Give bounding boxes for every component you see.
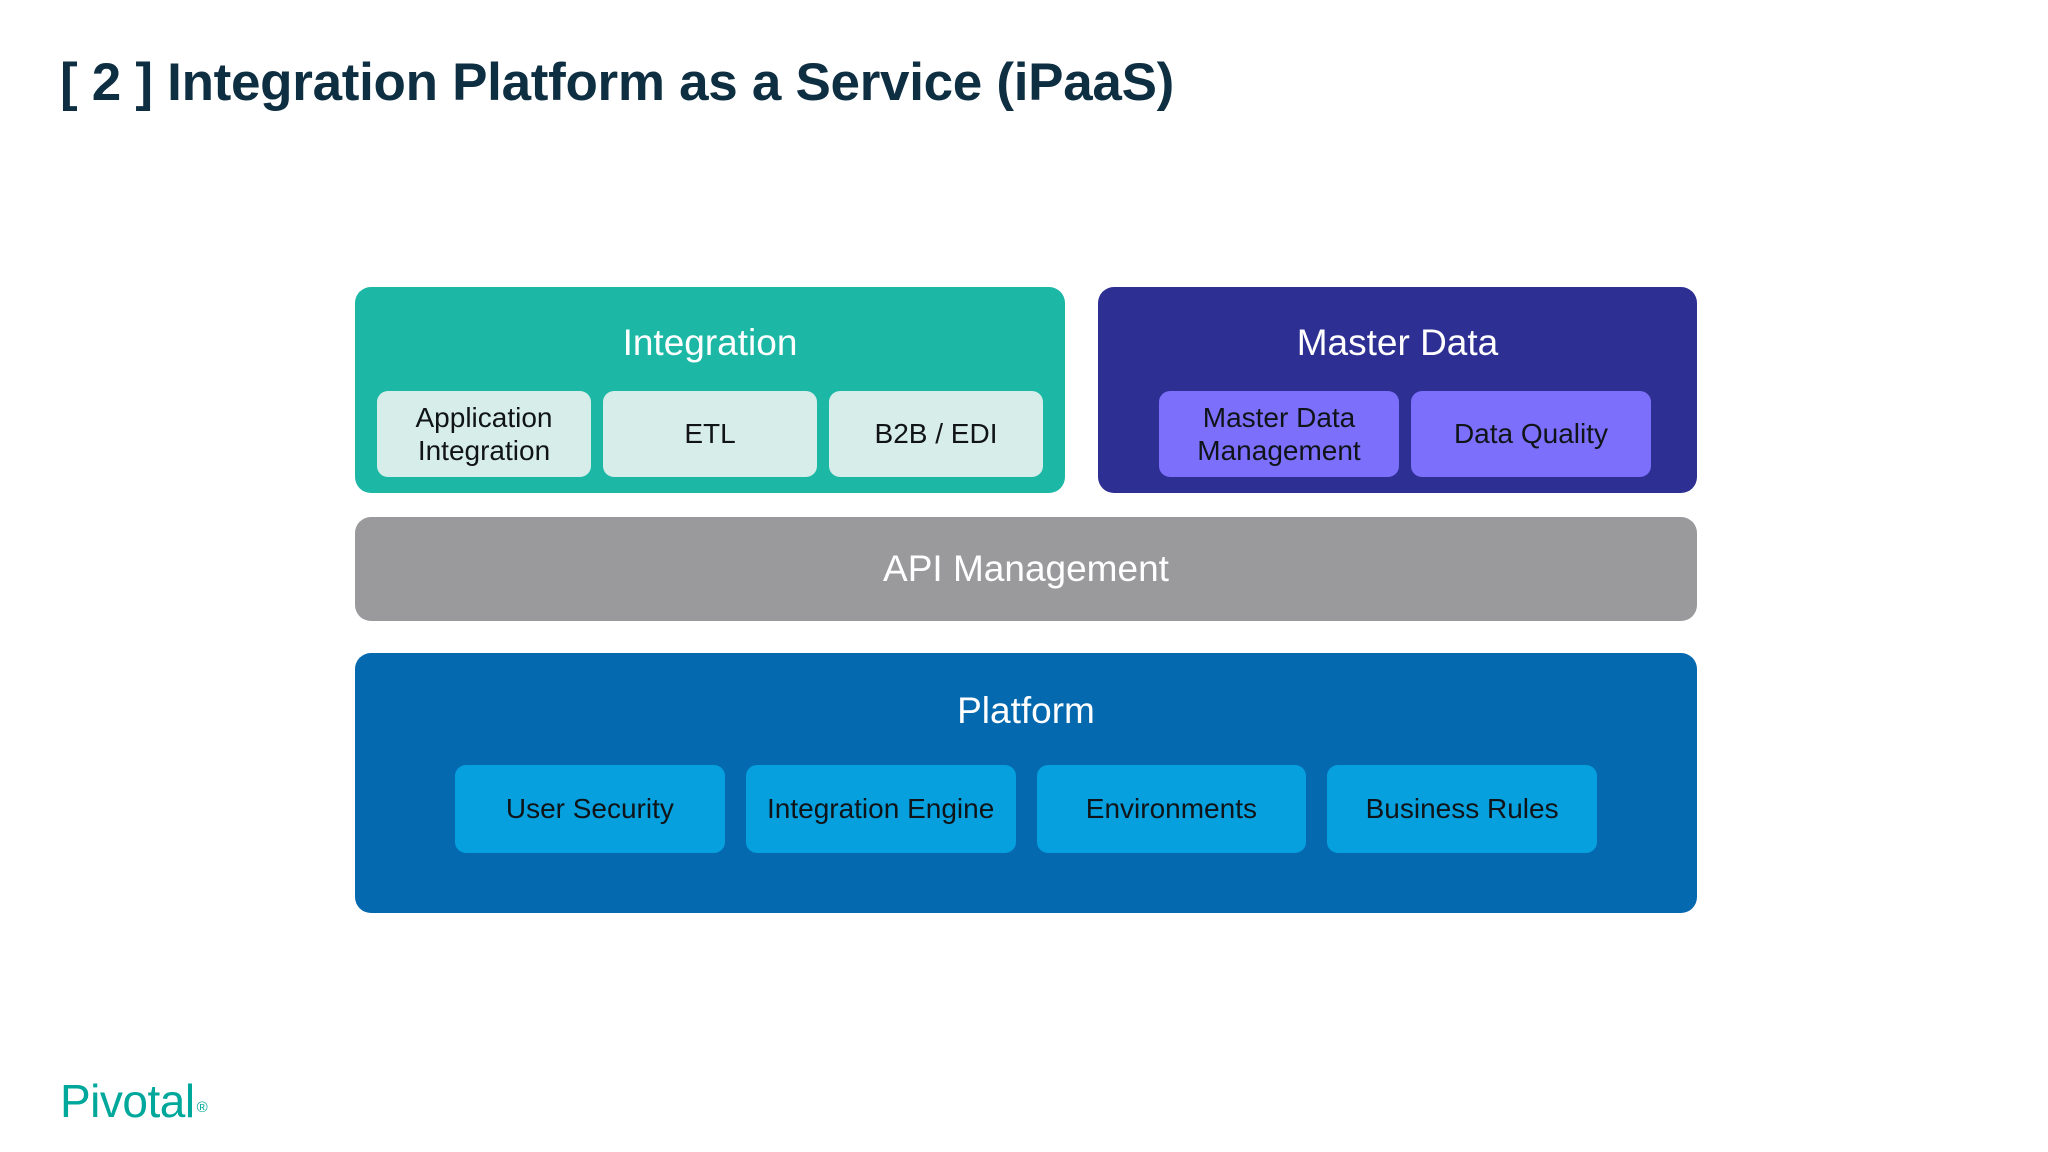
group-platform-chip-row: User Security Integration Engine Environ… [455, 765, 1597, 853]
group-integration-title: Integration [622, 322, 798, 363]
group-api-management-title: API Management [883, 548, 1169, 589]
group-master-data[interactable]: Master Data Master Data Management Data … [1098, 287, 1697, 493]
chip-etl[interactable]: ETL [603, 391, 817, 477]
group-api-management[interactable]: API Management [355, 517, 1697, 621]
registered-trademark-icon: ® [196, 1099, 208, 1116]
chip-integration-engine[interactable]: Integration Engine [745, 765, 1016, 853]
pivotal-wordmark: Pivotal [60, 1075, 195, 1127]
chip-environments[interactable]: Environments [1036, 765, 1307, 853]
group-integration-chip-row: Application Integration ETL B2B / EDI [377, 391, 1043, 477]
chip-application-integration[interactable]: Application Integration [377, 391, 591, 477]
pivotal-logo: Pivotal ® [60, 1078, 208, 1124]
chip-data-quality[interactable]: Data Quality [1411, 391, 1651, 477]
chip-user-security[interactable]: User Security [455, 765, 725, 853]
chip-business-rules[interactable]: Business Rules [1327, 765, 1597, 853]
chip-b2b-edi[interactable]: B2B / EDI [829, 391, 1043, 477]
page-title: [ 2 ] Integration Platform as a Service … [60, 53, 1174, 112]
chip-master-data-management[interactable]: Master Data Management [1159, 391, 1399, 477]
group-master-data-chip-row: Master Data Management Data Quality [1159, 391, 1651, 477]
group-platform-title: Platform [957, 690, 1095, 731]
group-platform[interactable]: Platform User Security Integration Engin… [355, 653, 1697, 913]
group-master-data-title: Master Data [1296, 322, 1499, 363]
group-integration[interactable]: Integration Application Integration ETL … [355, 287, 1065, 493]
